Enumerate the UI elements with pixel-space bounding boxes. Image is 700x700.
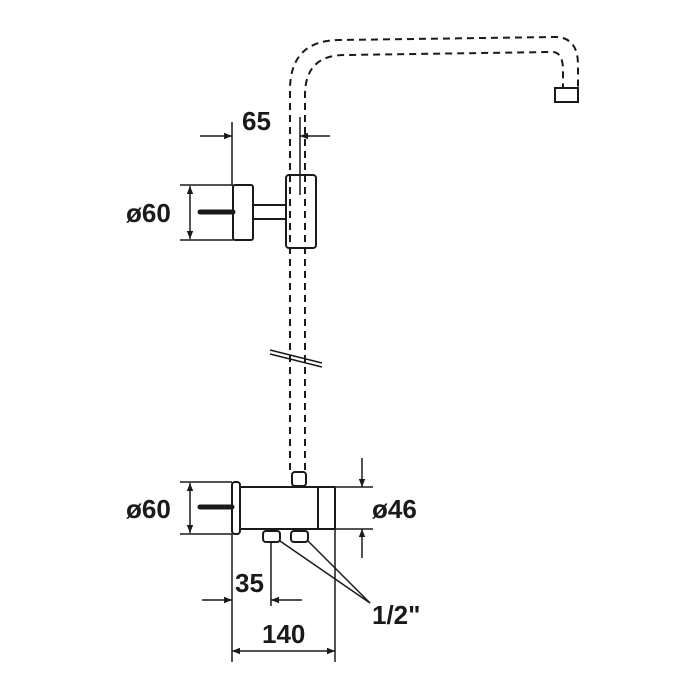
dimension-label-lower-diameter: ø60 [126,494,171,524]
top-connector [291,471,307,487]
mixer-body [197,471,336,543]
dimension-upper-diameter: ø60 [126,184,233,241]
dimension-inlet-distance: 35 [202,534,302,662]
dimension-lower-diameter: ø60 [126,481,232,535]
spout-outlet [554,87,579,103]
dimension-label-thread-size: 1/2" [372,600,420,630]
upper-bracket [197,174,317,249]
thread-callout: 1/2" [279,540,420,630]
inlet-right [290,530,309,543]
dimension-label-inlet-distance: 35 [235,568,264,598]
dimension-label-upper-diameter: ø60 [126,198,171,228]
dimension-label-offset: 65 [242,106,271,136]
dimension-offset: 65 [200,106,330,195]
break-mark [269,349,323,368]
dimension-label-body-length: 140 [262,619,305,649]
inlet-left [262,530,281,543]
dimension-body-diameter: ø46 [335,458,417,558]
dimension-body-length: 140 [232,529,336,662]
spout-outline [289,35,579,470]
dimension-label-body-diameter: ø46 [372,494,417,524]
